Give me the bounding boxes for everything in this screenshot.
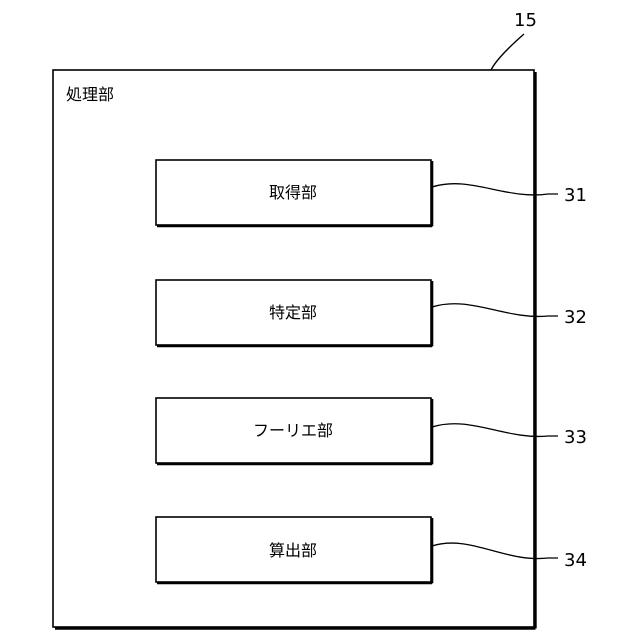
block-label-identification: 特定部 bbox=[269, 303, 317, 322]
container-title: 処理部 bbox=[66, 85, 114, 104]
ref-number-32: 32 bbox=[564, 307, 587, 328]
leader-line-15 bbox=[491, 34, 524, 70]
ref-number-15: 15 bbox=[514, 10, 537, 31]
block-label-fourier: フーリエ部 bbox=[253, 421, 333, 440]
ref-number-34: 34 bbox=[564, 550, 587, 571]
block-label-calculation: 算出部 bbox=[269, 541, 317, 560]
ref-number-31: 31 bbox=[564, 185, 587, 206]
ref-number-33: 33 bbox=[564, 427, 587, 448]
block-label-acquisition: 取得部 bbox=[269, 183, 317, 202]
